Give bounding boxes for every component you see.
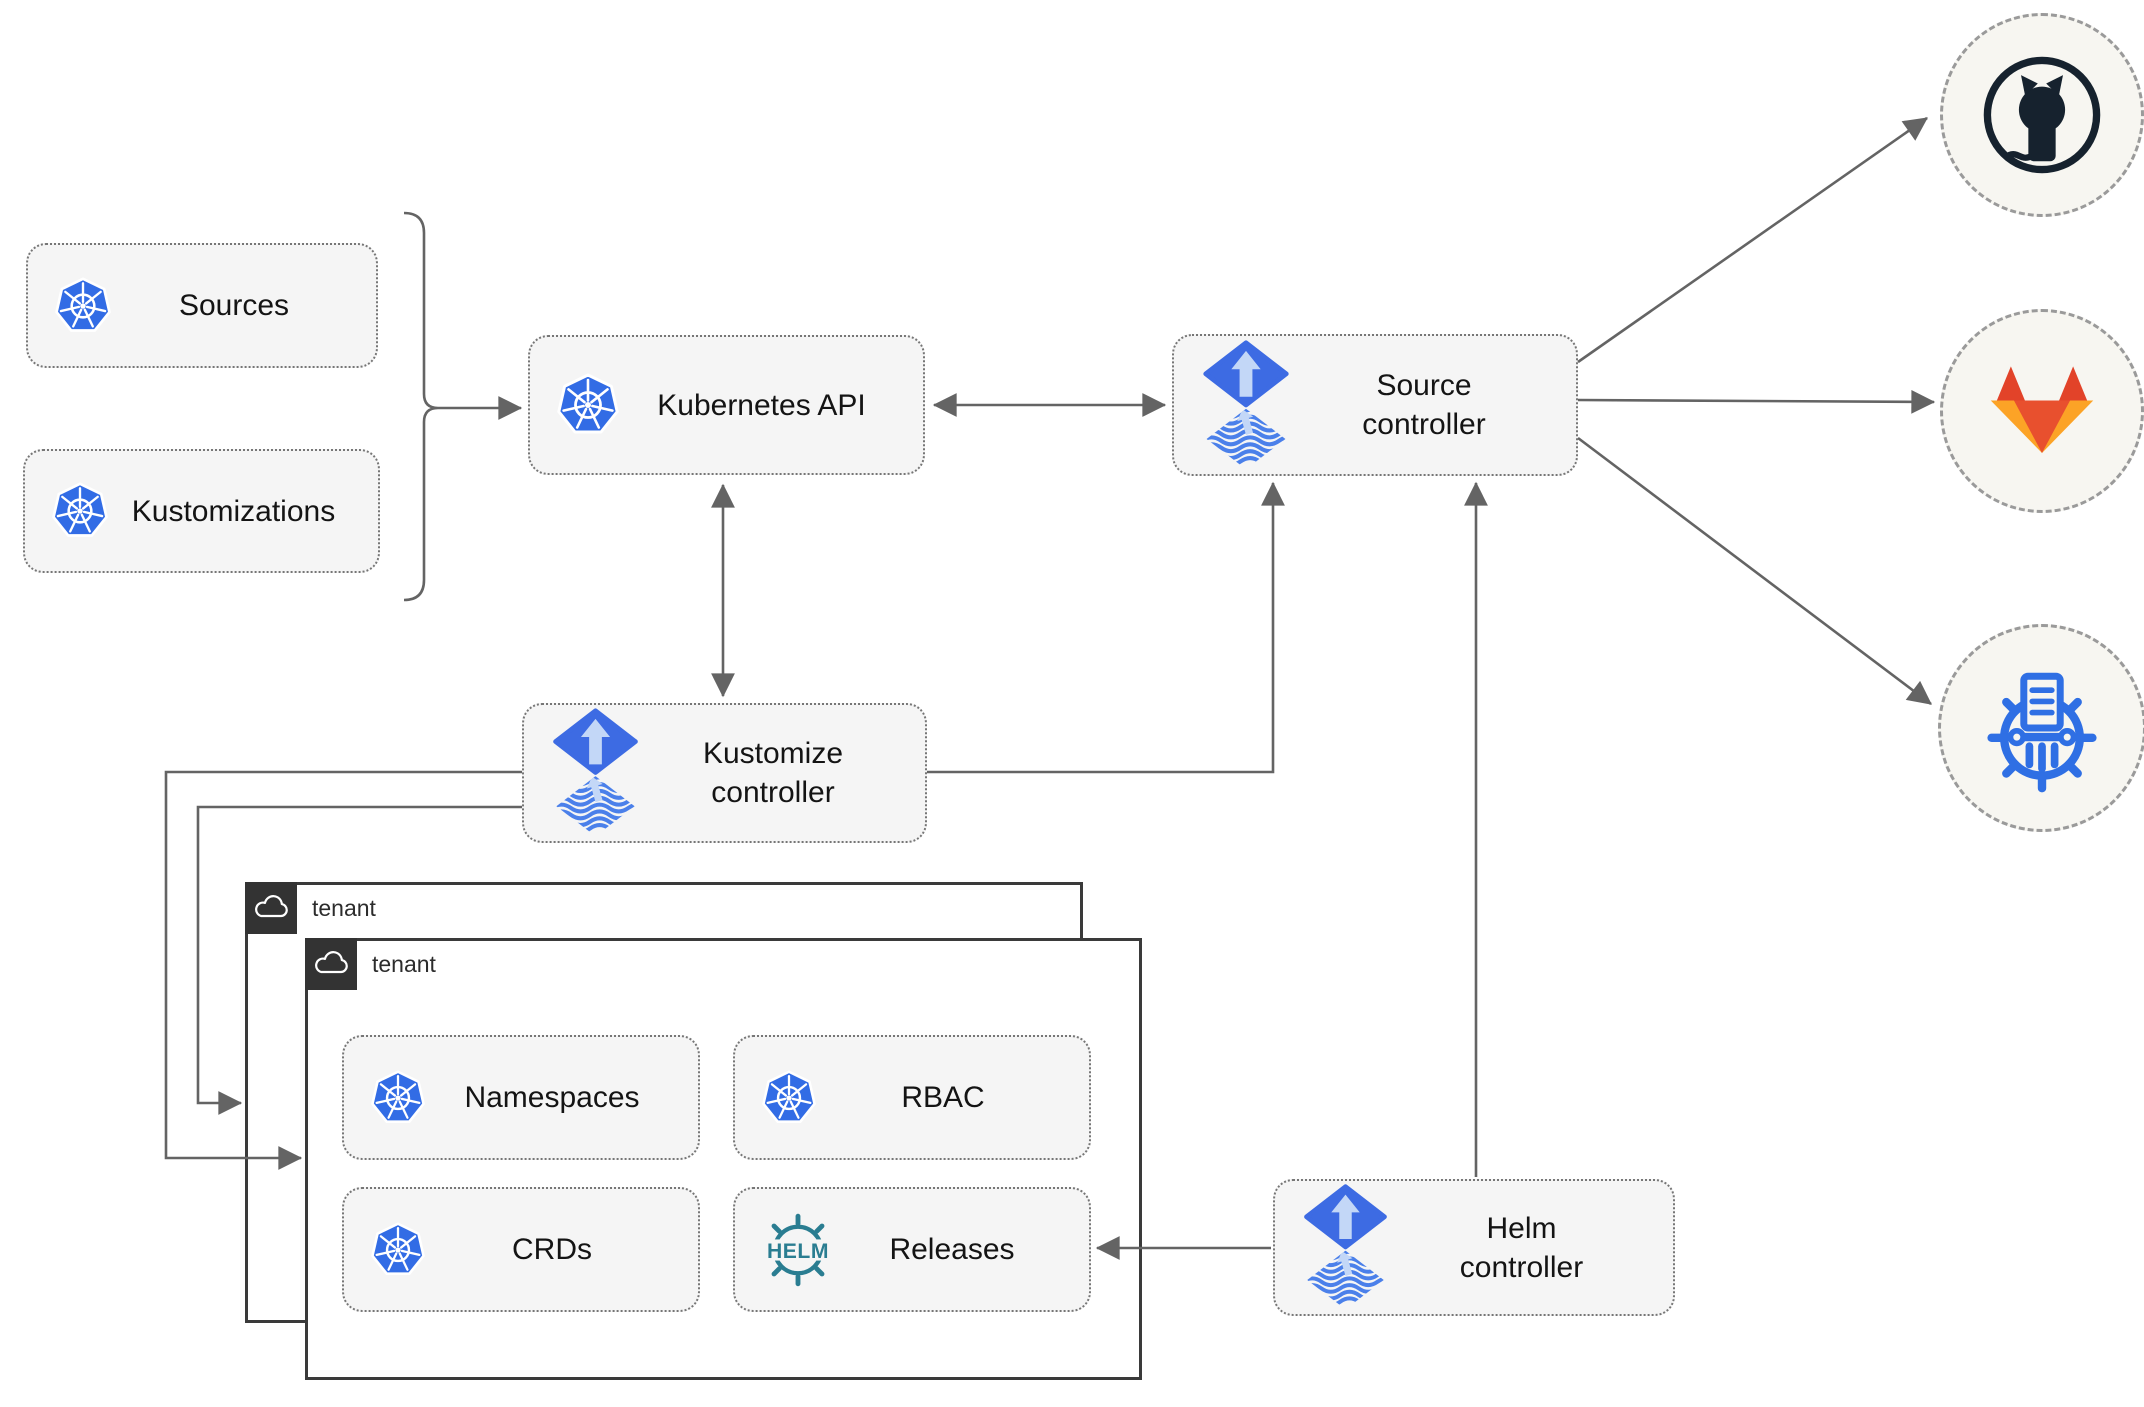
node-releases: HELM Releases: [733, 1187, 1091, 1312]
node-kustomizations: Kustomizations: [23, 449, 380, 573]
kubernetes-icon: [556, 372, 620, 438]
node-source-controller: Source controller: [1172, 334, 1578, 476]
edge-kustomize-to-source-controller: [927, 481, 1285, 774]
tenant-badge: [305, 938, 357, 990]
cloud-icon: [254, 895, 288, 921]
node-label: Kubernetes API: [657, 388, 866, 422]
tenant-label: tenant: [312, 894, 376, 921]
helm-icon: HELM: [761, 1213, 835, 1286]
edge-source-to-gitlab: [1577, 389, 1936, 414]
edge-source-to-chart-repository: [1577, 436, 1932, 706]
flux-icon: [1301, 1183, 1390, 1312]
github-icon: [1983, 56, 2101, 174]
kubernetes-icon: [370, 1221, 426, 1279]
node-label: Releases: [889, 1233, 1015, 1266]
node-crds: CRDs: [342, 1187, 700, 1312]
tenant-label: tenant: [372, 950, 436, 977]
chartmuseum-icon: [1987, 672, 2097, 793]
flux-icon: [1200, 339, 1292, 472]
node-sources: Sources: [26, 243, 378, 368]
endpoint-github: [1940, 13, 2144, 217]
gitlab-icon: [1990, 365, 2094, 453]
endpoint-gitlab: [1940, 309, 2144, 513]
edge-source-to-github: [1577, 116, 1928, 364]
helm-wordmark: HELM: [767, 1239, 829, 1262]
node-rbac: RBAC: [733, 1035, 1091, 1160]
node-label: Namespaces: [464, 1081, 640, 1114]
flux-icon: [550, 707, 641, 839]
node-helm-controller: Helm controller: [1273, 1179, 1675, 1316]
tenant-badge: [245, 882, 297, 934]
node-label: Helm controller: [1459, 1211, 1584, 1284]
node-label: Source controller: [1362, 369, 1486, 441]
node-kustomize-controller: Kustomize controller: [522, 703, 927, 843]
endpoint-chart-repository: [1938, 624, 2144, 832]
node-namespaces: Namespaces: [342, 1035, 700, 1160]
node-label: Kustomize controller: [702, 737, 844, 809]
kubernetes-icon: [761, 1069, 817, 1127]
bracket-sources-group: [403, 211, 439, 602]
node-label: RBAC: [901, 1081, 985, 1114]
node-kubernetes-api: Kubernetes API: [528, 335, 925, 475]
kubernetes-icon: [370, 1069, 426, 1127]
kubernetes-icon: [54, 276, 112, 336]
node-label: Kustomizations: [131, 494, 336, 528]
node-label: CRDs: [512, 1233, 592, 1266]
node-label: Sources: [178, 289, 290, 322]
cloud-icon: [314, 951, 348, 977]
kubernetes-icon: [51, 481, 109, 541]
